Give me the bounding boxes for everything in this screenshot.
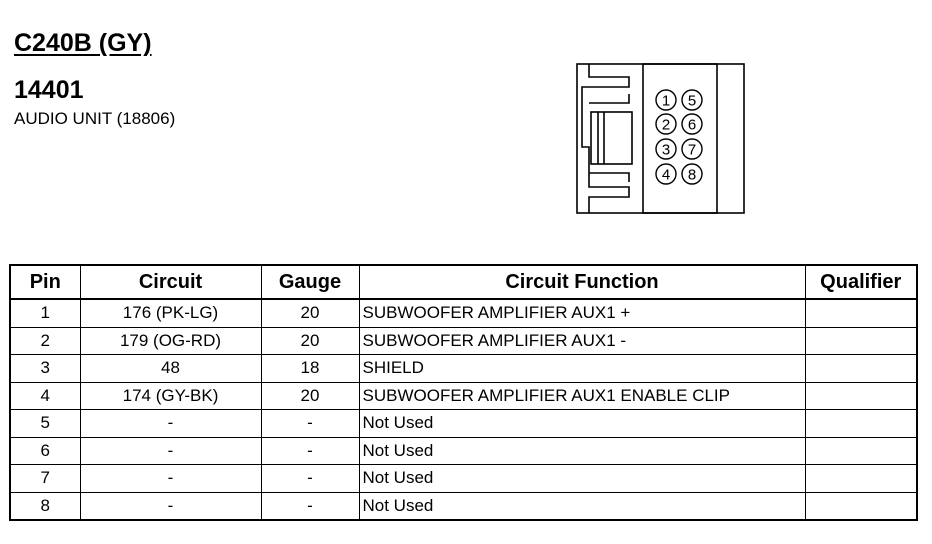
- circuit-cell: 179 (OG-RD): [79, 326, 262, 355]
- connector-latch-window: [590, 111, 633, 165]
- pin-circle: [681, 138, 703, 160]
- circuit-cell: -: [79, 464, 262, 493]
- function-cell: Not Used: [358, 491, 806, 521]
- function-cell: Not Used: [358, 436, 806, 465]
- pin-circle: [655, 163, 677, 185]
- pin-cell: 2: [9, 326, 81, 355]
- table-row: 6--Not Used: [9, 436, 918, 465]
- gauge-cell: -: [260, 409, 360, 438]
- pin-cell: 4: [9, 381, 81, 410]
- circuit-cell: 176 (PK-LG): [79, 298, 262, 328]
- pin-number-label: 8: [688, 167, 696, 184]
- pin-number-label: 5: [688, 93, 696, 110]
- pin-cell: 8: [9, 491, 81, 521]
- component-name: AUDIO UNIT (18806): [14, 109, 176, 128]
- pin-circle: [681, 113, 703, 135]
- gauge-cell: -: [260, 436, 360, 465]
- connector-latch: [581, 64, 630, 213]
- qualifier-cell: [804, 436, 918, 465]
- column-header-circuit: Circuit: [79, 264, 262, 300]
- function-cell: SUBWOOFER AMPLIFIER AUX1 +: [358, 298, 806, 328]
- qualifier-cell: [804, 381, 918, 410]
- circuit-cell: -: [79, 409, 262, 438]
- pin-number-label: 6: [688, 117, 696, 134]
- function-cell: SHIELD: [358, 354, 806, 383]
- gauge-cell: 18: [260, 354, 360, 383]
- pin-number-label: 4: [662, 167, 670, 184]
- column-header-qualifier: Qualifier: [804, 264, 918, 300]
- connector-id: C240B (GY): [14, 29, 152, 57]
- pin-circle: [655, 89, 677, 111]
- pin-number-label: 1: [662, 93, 670, 110]
- pin-number-label: 2: [662, 117, 670, 134]
- qualifier-cell: [804, 464, 918, 493]
- pin-cell: 1: [9, 298, 81, 328]
- qualifier-cell: [804, 409, 918, 438]
- function-cell: Not Used: [358, 409, 806, 438]
- gauge-cell: 20: [260, 381, 360, 410]
- gauge-cell: 20: [260, 298, 360, 328]
- pin-number-label: 3: [662, 142, 670, 159]
- circuit-cell: 48: [79, 354, 262, 383]
- pin-cell: 3: [9, 354, 81, 383]
- part-number: 14401: [14, 76, 84, 104]
- table-row: 7--Not Used: [9, 464, 918, 493]
- pin-circle: [655, 113, 677, 135]
- column-header-pin: Pin: [9, 264, 81, 300]
- pin-cell: 6: [9, 436, 81, 465]
- connector-pin-circles: 1 2 3 4 5 6 7 8: [655, 89, 703, 185]
- qualifier-cell: [804, 491, 918, 521]
- pin-table: Pin Circuit Gauge Circuit Function Quali…: [9, 264, 918, 521]
- pin-circle: [681, 163, 703, 185]
- circuit-cell: -: [79, 491, 262, 521]
- pin-circle: [681, 89, 703, 111]
- connector-pin-face: [642, 63, 718, 214]
- function-cell: SUBWOOFER AMPLIFIER AUX1 -: [358, 326, 806, 355]
- function-cell: SUBWOOFER AMPLIFIER AUX1 ENABLE CLIP: [358, 381, 806, 410]
- circuit-cell: 174 (GY-BK): [79, 381, 262, 410]
- table-row: 8--Not Used: [9, 491, 918, 521]
- pin-cell: 7: [9, 464, 81, 493]
- gauge-cell: -: [260, 464, 360, 493]
- gauge-cell: 20: [260, 326, 360, 355]
- table-header-row: Pin Circuit Gauge Circuit Function Quali…: [9, 264, 918, 300]
- qualifier-cell: [804, 354, 918, 383]
- pin-number-label: 7: [688, 142, 696, 159]
- table-row: 5--Not Used: [9, 409, 918, 438]
- qualifier-cell: [804, 298, 918, 328]
- column-header-function: Circuit Function: [358, 264, 806, 300]
- qualifier-cell: [804, 326, 918, 355]
- pin-circle: [655, 138, 677, 160]
- circuit-cell: -: [79, 436, 262, 465]
- gauge-cell: -: [260, 491, 360, 521]
- pin-cell: 5: [9, 409, 81, 438]
- connector-face-diagram: 1 2 3 4 5 6 7 8: [576, 63, 745, 214]
- column-header-gauge: Gauge: [260, 264, 360, 300]
- function-cell: Not Used: [358, 464, 806, 493]
